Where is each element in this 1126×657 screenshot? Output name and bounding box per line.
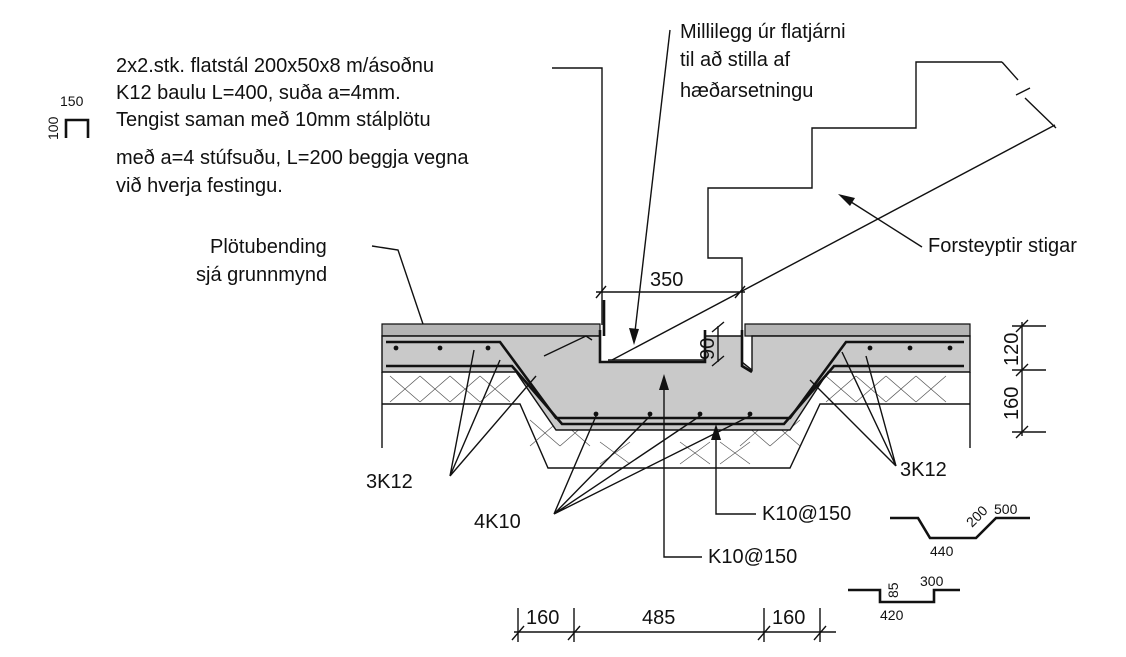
stirrup-a-label: K10@150 [762,503,851,525]
ground-outline [382,403,970,469]
symbol-width-label: 150 [60,93,84,109]
stairs-note: Forsteyptir stigar [928,235,1077,257]
stair-steps-outline [608,61,1002,361]
recess-depth-dim-line [711,321,725,367]
ground-hatching [389,375,947,465]
bar-shape-b-top-label: 300 [920,573,944,589]
slab-reinforcement-note: Plötubending sjá grunnmynd [196,236,426,331]
flatbar-symbol-shape [64,118,90,138]
stirrup-b-label: K10@150 [708,546,797,568]
flatbar-note-line-2: K12 baulu L=400, suða a=4mm. [116,82,401,104]
flatbar-note-line-1: 2x2.stk. flatstál 200x50x8 m/ásoðnu [116,55,434,77]
shim-note-line-1: Millilegg úr flatjárni [680,21,846,43]
flatbar-note: 2x2.stk. flatstál 200x50x8 m/ásoðnu K12 … [116,55,603,325]
concrete-section [381,300,971,469]
recess-dimensions: 350 90 [595,269,746,367]
bar-shape-b-bottom-label: 420 [880,607,904,623]
bar-shape-a-bottom-label: 440 [930,543,954,559]
section-side-lines [381,372,971,448]
stirrup-b-arrowhead [659,374,669,390]
stirrup-b-leader [663,380,702,558]
stairs-leader-line [847,199,923,248]
bottom-bar-label: 4K10 [474,511,521,533]
recess-width-label: 350 [650,269,683,291]
bottom-dim-extensions [517,608,821,642]
shim-note: Millilegg úr flatjárni til að stilla af … [629,21,846,345]
shim-leader-line [633,29,671,341]
rebar-dots [393,345,953,417]
slab-note-leader [371,245,426,331]
bar-shape-a: 200 500 440 [890,501,1030,559]
flatbar-note-line-4: með a=4 stúfsuðu, L=200 beggja vegna [116,147,469,169]
stirrup-a-leader [715,430,756,515]
bent-bar-bottom [386,364,964,426]
slab-note-line-1: Plötubending [210,236,327,258]
stairs-arrowhead [838,194,855,206]
bottom-dim-ticks [511,625,827,641]
recess-right-edge [740,330,753,374]
flatbar-note-line-3: Tengist saman með 10mm stálplötu [116,109,431,131]
shim-note-line-2: til að stilla af [680,49,790,71]
bar-shape-b-rise-label: 85 [885,582,901,598]
bottom-bar-leaders [553,415,751,515]
bottom-left-dim-label: 160 [526,607,559,629]
shim-arrowhead [629,328,639,345]
right-bottom-dim-label: 160 [1001,387,1023,420]
stair-break-line [1001,61,1057,129]
anchor-bar [543,335,593,357]
stair-recess-outline [598,330,707,364]
flatbar-leader-line [552,67,603,325]
bent-bar-top [386,340,964,420]
bottom-right-dim-label: 160 [772,607,805,629]
bottom-mid-dim-label: 485 [642,607,675,629]
flatbar-note-line-5: við hverja festingu. [116,175,283,197]
stair-soffit-line [611,124,1056,361]
shim-note-line-3: hæðarsetningu [680,80,813,102]
symbol-height-label: 100 [45,116,61,140]
right-top-dim-label: 120 [1001,333,1023,366]
bar-shape-b-outline [848,588,960,604]
slab-topping-left [381,323,601,337]
precast-stairs: Forsteyptir stigar [608,61,1077,361]
right-dimensions: 120 160 [1001,319,1046,439]
recess-width-dim-line [595,285,746,299]
left-bar-label: 3K12 [366,471,413,493]
bottom-dimensions: 160 485 160 [511,607,836,642]
right-dim-extensions [1012,325,1046,433]
flatbar-section-symbol: 150 100 [45,93,90,140]
bar-shape-a-top-label: 500 [994,501,1018,517]
right-dim-ticks [1015,319,1029,439]
stirrup-a-arrowhead [711,424,721,440]
bar-shape-b: 85 300 420 [848,573,960,623]
recess-depth-label: 90 [697,338,719,360]
slab-note-line-2: sjá grunnmynd [196,264,327,286]
left-bar-leaders [449,349,537,477]
bar-callouts: 3K12 3K12 4K10 K10@150 K10@150 [366,349,947,568]
right-bar-label: 3K12 [900,459,947,481]
bar-shape-a-outline [890,516,1030,540]
right-bar-leaders [809,351,897,467]
slab-topping-right [744,323,971,337]
